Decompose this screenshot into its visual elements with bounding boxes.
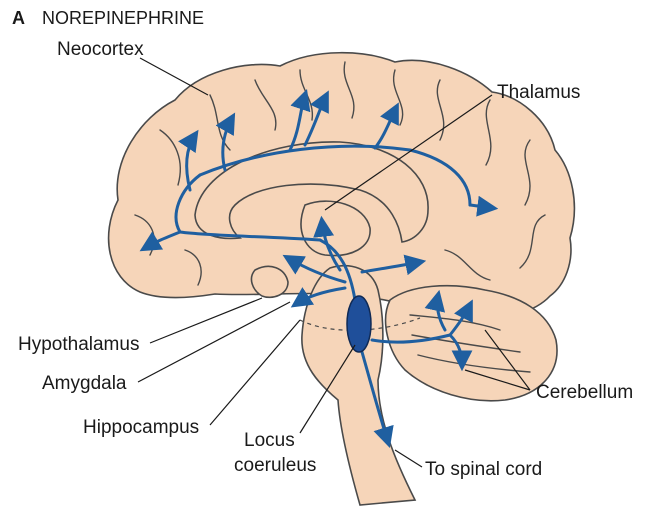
panel-letter: A [12,8,25,28]
label-leader-lines [137,57,531,468]
cerebellum-shape [384,284,558,402]
panel-title: NOREPINEPHRINE [42,8,204,28]
label-amygdala: Amygdala [42,373,127,394]
label-locus-line2: coeruleus [234,455,316,476]
label-cerebellum: Cerebellum [536,382,633,403]
corpus-callosum [194,141,429,243]
hypothalamus-shape [250,265,289,299]
label-hypothalamus: Hypothalamus [18,334,139,355]
label-spinal-cord: To spinal cord [425,459,542,480]
label-neocortex: Neocortex [57,39,144,60]
noradrenergic-pathways [139,89,499,449]
label-locus-line1: Locus [244,430,295,451]
label-thalamus: Thalamus [497,82,580,103]
label-hippocampus: Hippocampus [83,417,199,438]
locus-coeruleus [346,295,372,353]
